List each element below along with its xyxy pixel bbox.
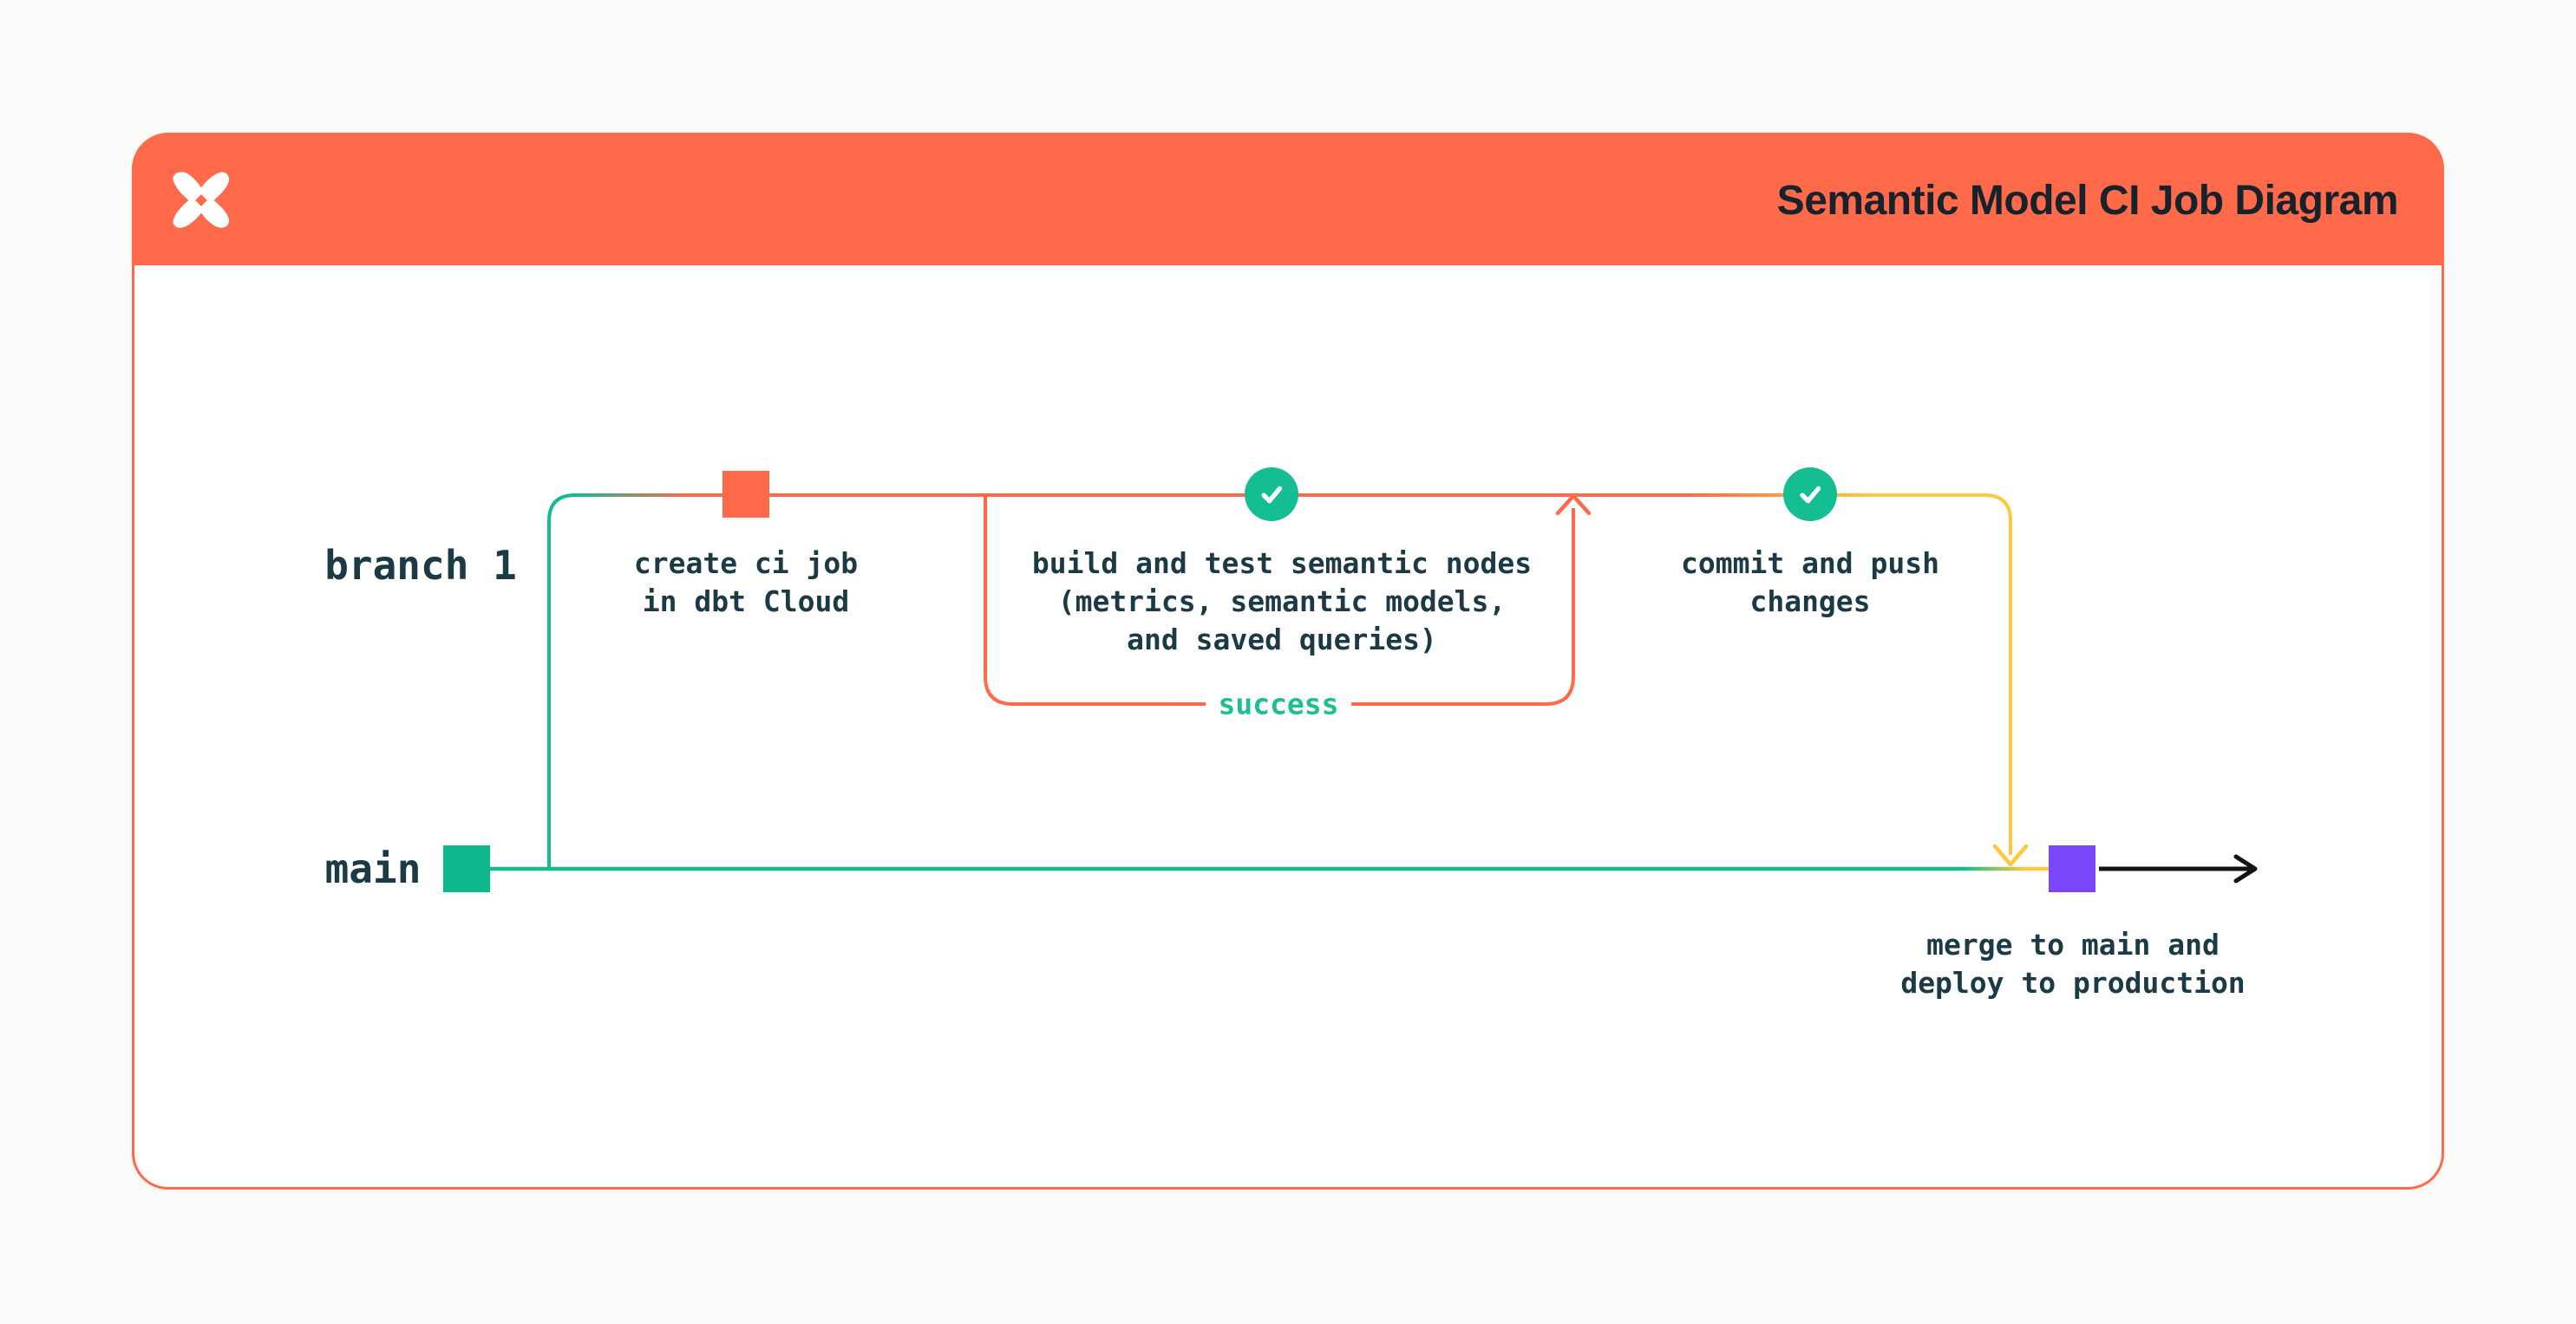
caption-line: in dbt Cloud xyxy=(642,584,850,618)
caption-line: and saved queries) xyxy=(1127,623,1437,656)
caption-commit-push: commit and push changes xyxy=(1681,545,1939,621)
success-check-icon xyxy=(1245,467,1298,521)
commit-node-main-start xyxy=(443,845,490,892)
header-bar: Semantic Model CI Job Diagram xyxy=(134,135,2442,265)
dbt-logo-icon xyxy=(173,172,230,228)
caption-line: build and test semantic nodes xyxy=(1031,546,1533,580)
commit-node-merge xyxy=(2049,845,2095,892)
caption-create-ci: create ci job in dbt Cloud xyxy=(634,545,858,621)
lane-label-main: main xyxy=(324,845,422,892)
lane-label-branch: branch 1 xyxy=(324,542,517,589)
caption-line: merge to main and xyxy=(1926,928,2220,962)
caption-line: deploy to production xyxy=(1900,966,2246,1000)
caption-line: changes xyxy=(1749,584,1871,618)
caption-line: create ci job xyxy=(633,546,859,580)
success-label: success xyxy=(1218,687,1339,721)
page-title: Semantic Model CI Job Diagram xyxy=(1776,177,2399,224)
diagram-card: Semantic Model CI Job Diagram xyxy=(132,133,2444,1190)
success-check-icon xyxy=(1783,467,1837,521)
caption-merge-deploy: merge to main and deploy to production xyxy=(1900,926,2245,1002)
caption-line: commit and push xyxy=(1680,546,1940,580)
caption-line: (metrics, semantic models, xyxy=(1057,584,1507,618)
commit-node-create-ci xyxy=(722,471,769,518)
caption-build-test: build and test semantic nodes (metrics, … xyxy=(1032,545,1532,659)
